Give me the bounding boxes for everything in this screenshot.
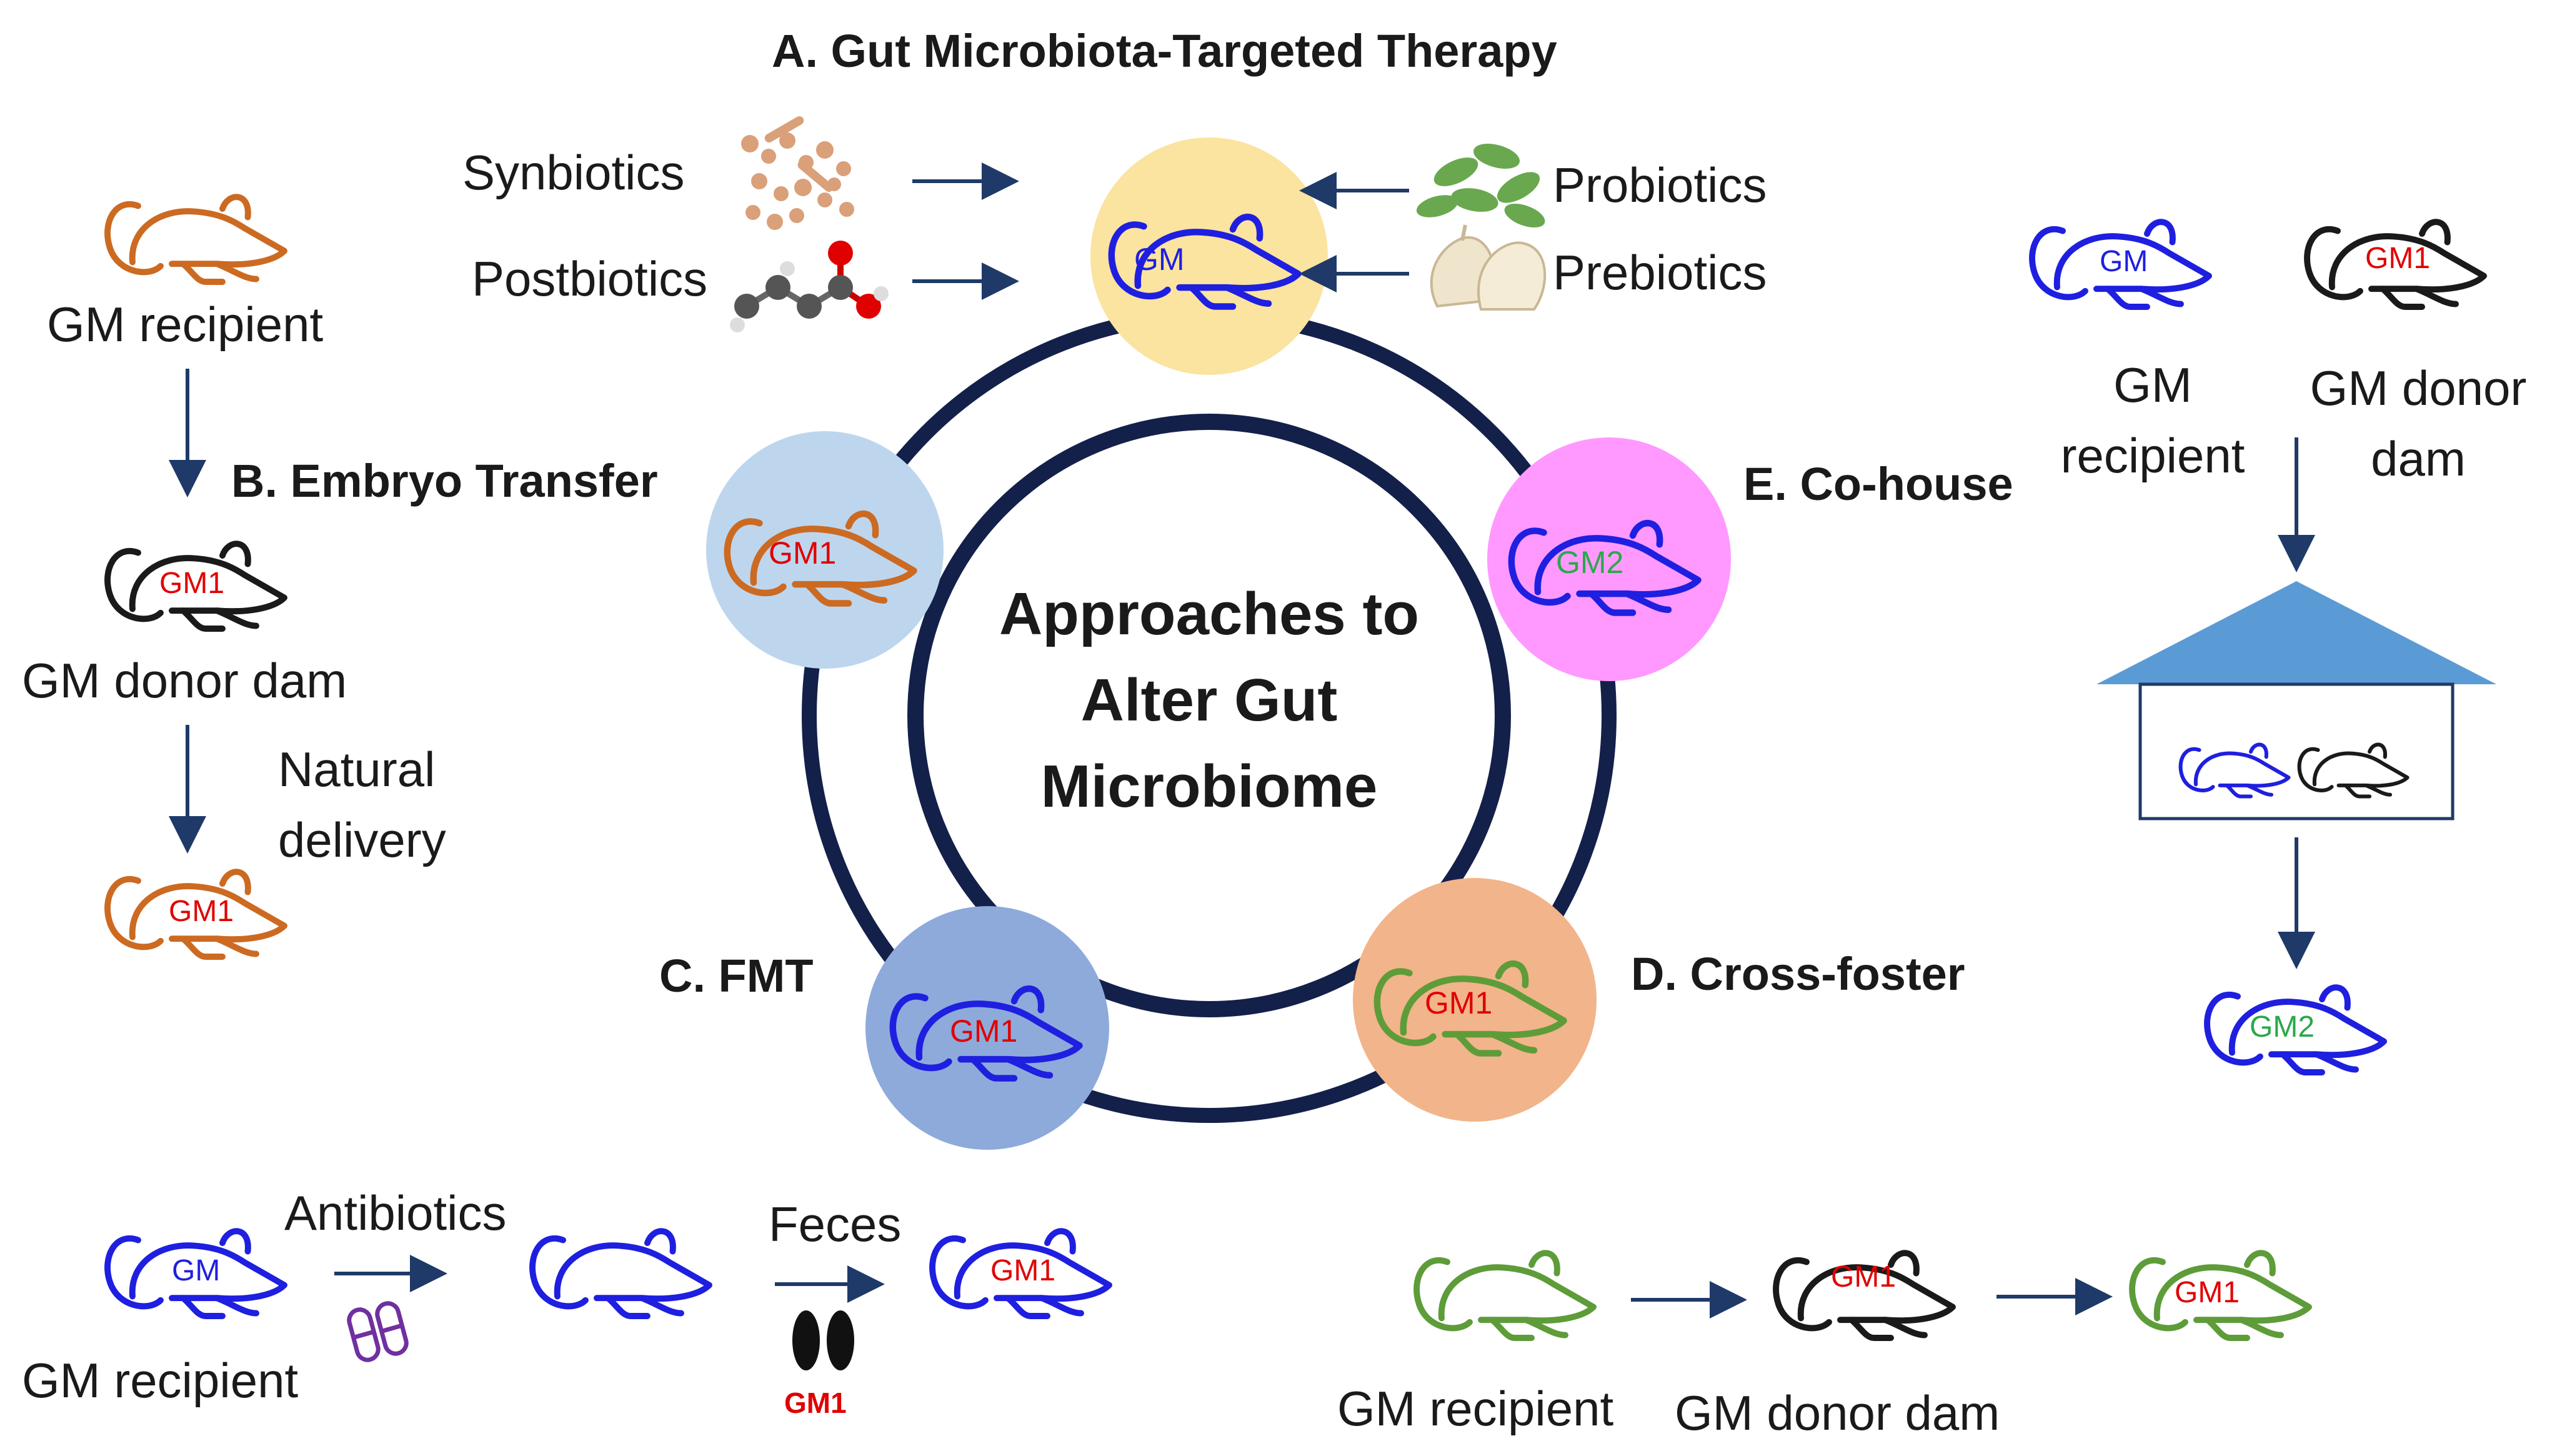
house-body	[2138, 682, 2455, 820]
feces-label: Feces	[769, 1197, 902, 1252]
mouse-icon-d-recipient	[1417, 1253, 1593, 1338]
gm1-tag-c-result: GM1	[990, 1254, 1056, 1287]
gm1-tag-d-result: GM1	[2175, 1276, 2240, 1309]
circle-e-co-house	[1487, 437, 1731, 681]
gm1-tag-b-offspring: GM1	[169, 895, 234, 928]
gm2-tag-e-result: GM2	[2250, 1010, 2315, 1044]
center-title: Approaches to Alter Gut Microbiome	[959, 584, 1459, 817]
e-donor-label: GM donor dam	[2287, 353, 2550, 494]
synbiotics-label: Synbiotics	[462, 145, 685, 200]
feces-icon	[827, 1310, 854, 1370]
natural-delivery-line2: delivery	[278, 812, 446, 868]
antibiotics-label: Antibiotics	[284, 1185, 507, 1240]
feces-icon	[792, 1310, 820, 1370]
probiotics-icon	[1416, 144, 1545, 228]
center-title-line2: Alter Gut	[1080, 667, 1338, 734]
prebiotics-garlic-icon	[1430, 224, 1547, 311]
section-a-title: A. Gut Microbiota-Targeted Therapy	[772, 25, 1557, 77]
gm-tag-e-recipient: GM	[2100, 245, 2148, 278]
e-donor-line1: GM donor	[2310, 361, 2527, 416]
circle-c-fmt	[865, 906, 1109, 1150]
postbiotics-molecule-icon	[730, 241, 889, 332]
e-donor-line2: dam	[2371, 431, 2466, 487]
gm2-tag-circle-e: GM2	[1556, 545, 1624, 580]
postbiotics-label: Postbiotics	[472, 251, 708, 306]
section-b-title: B. Embryo Transfer	[231, 455, 658, 507]
e-recipient-line2: recipient	[2060, 428, 2245, 484]
center-title-line3: Microbiome	[1040, 753, 1378, 820]
gm-tag-circle-a: GM	[1134, 242, 1185, 277]
natural-delivery-line1: Natural	[278, 742, 436, 797]
gm1-tag-circle-b: GM1	[769, 536, 837, 571]
section-e-title: E. Co-house	[1743, 458, 2013, 510]
circle-d-cross-foster	[1353, 878, 1597, 1122]
natural-delivery-label: Natural delivery	[278, 734, 446, 875]
b-recipient-label: GM recipient	[47, 297, 324, 352]
gm1-tag-d-donor: GM1	[1831, 1260, 1897, 1294]
mouse-icon-b-recipient	[107, 197, 284, 282]
synbiotics-icon	[741, 116, 854, 230]
gm1-tag-b-donor: GM1	[159, 567, 225, 600]
capsule-icon	[347, 1301, 409, 1362]
d-donor-label: GM donor dam	[1675, 1385, 2000, 1440]
house-roof	[2096, 581, 2496, 684]
section-d-title: D. Cross-foster	[1631, 948, 1965, 1000]
d-recipient-label: GM recipient	[1337, 1381, 1614, 1436]
circle-b-embryo-transfer	[706, 431, 944, 669]
feces-gm1-tag: GM1	[784, 1387, 847, 1419]
c-recipient-label: GM recipient	[22, 1353, 299, 1408]
section-c-title: C. FMT	[659, 950, 814, 1002]
e-recipient-line1: GM	[2113, 357, 2192, 412]
prebiotics-label: Prebiotics	[1553, 245, 1767, 300]
b-donor-label: GM donor dam	[22, 653, 347, 708]
probiotics-label: Probiotics	[1553, 157, 1767, 212]
mouse-icon-c-treated	[532, 1231, 709, 1316]
gm1-tag-e-donor: GM1	[2365, 242, 2431, 275]
gm1-tag-circle-c: GM1	[950, 1014, 1018, 1049]
gm1-tag-circle-d: GM1	[1425, 985, 1493, 1020]
gm-tag-c-recipient: GM	[172, 1254, 221, 1287]
center-title-line1: Approaches to	[999, 581, 1420, 647]
circle-a-therapy	[1090, 137, 1328, 375]
inner-ring	[907, 414, 1511, 1017]
e-recipient-label: GM recipient	[2031, 350, 2275, 491]
